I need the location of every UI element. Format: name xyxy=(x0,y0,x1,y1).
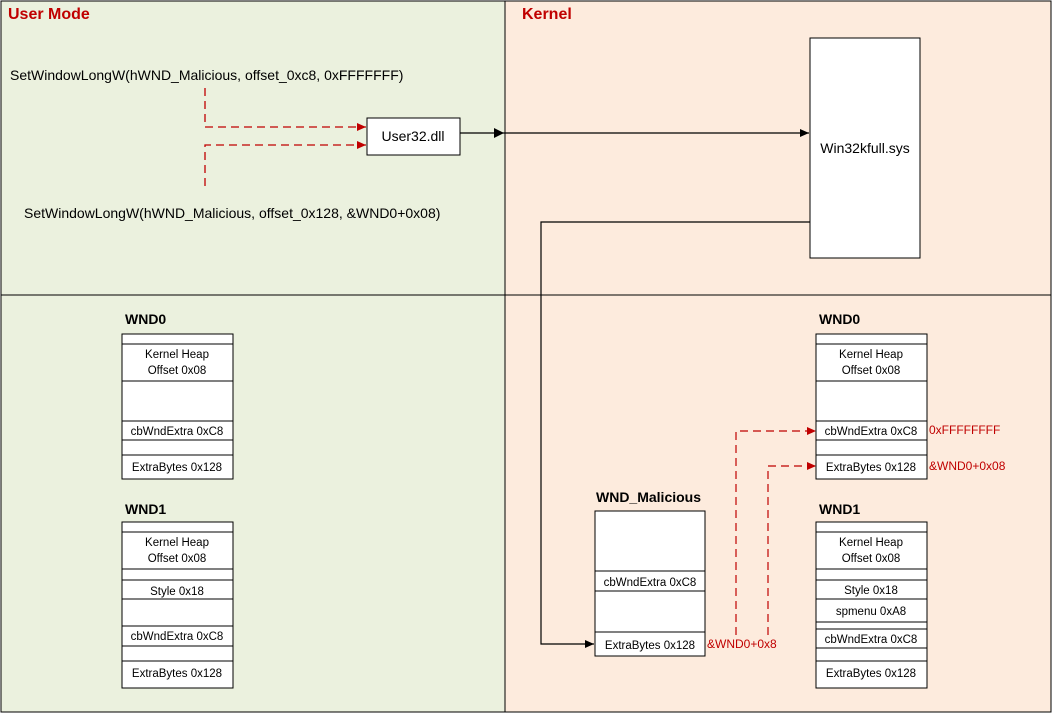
kernel-wnd0-heap-line2: Offset 0x08 xyxy=(842,365,901,377)
wnd-malicious-title: WND_Malicious xyxy=(596,489,701,505)
user-wnd0-extrabytes: ExtraBytes 0x128 xyxy=(132,462,222,474)
user-wnd1-frame xyxy=(121,521,234,689)
wnd-malicious-cbwndextra: cbWndExtra 0xC8 xyxy=(604,577,697,589)
kernel-wnd0-heap-line1: Kernel Heap xyxy=(839,349,903,361)
kernel-wnd1-extrabytes: ExtraBytes 0x128 xyxy=(826,668,916,680)
win32k-box xyxy=(809,37,921,259)
kernel-wnd1-cbwndextra: cbWndExtra 0xC8 xyxy=(825,634,918,646)
kernel-wnd0-cbwndextra-value: 0xFFFFFFFF xyxy=(929,423,1000,437)
user-wnd1-heap-line1: Kernel Heap xyxy=(145,537,209,549)
kernel-title: Kernel xyxy=(522,6,572,23)
call2-arrow xyxy=(204,141,366,186)
kernel-wnd0-extrabytes-value: &WND0+0x08 xyxy=(929,459,1006,473)
user-wnd1-extrabytes: ExtraBytes 0x128 xyxy=(132,668,222,680)
kernel-wnd0-extrabytes: ExtraBytes 0x128 xyxy=(826,462,916,474)
user32-box xyxy=(366,117,461,156)
win32k-label: Win32kfull.sys xyxy=(820,140,909,156)
user32-label: User32.dll xyxy=(381,128,444,144)
extrabytes-overwrite-arrow xyxy=(767,462,816,635)
wnd-malicious-struct: WND_Malicious cbWndExtra 0xC8 ExtraBytes… xyxy=(594,489,777,657)
user-wnd1-cbwndextra: cbWndExtra 0xC8 xyxy=(131,631,224,643)
wnd-malicious-extrabytes: ExtraBytes 0x128 xyxy=(605,640,695,652)
user-wnd0-heap-line2: Offset 0x08 xyxy=(148,365,207,377)
call1-arrow xyxy=(204,88,366,131)
user-wnd1-struct: WND1 Kernel Heap Offset 0x08 Style 0x18 … xyxy=(121,501,234,689)
kernel-wnd1-heap-line1: Kernel Heap xyxy=(839,537,903,549)
user-mode-region xyxy=(0,0,506,713)
win32k-to-extrabytes-arrow xyxy=(540,221,810,648)
boundary-arrowhead xyxy=(494,128,504,138)
wnd-malicious-extrabytes-value: &WND0+0x8 xyxy=(707,637,777,651)
user-wnd0-cbwndextra: cbWndExtra 0xC8 xyxy=(131,426,224,438)
kernel-wnd1-frame xyxy=(815,521,928,689)
user-wnd0-heap-line1: Kernel Heap xyxy=(145,349,209,361)
kernel-wnd0-cbwndextra: cbWndExtra 0xC8 xyxy=(825,426,918,438)
call-text-1: SetWindowLongW(hWND_Malicious, offset_0x… xyxy=(10,67,403,83)
cbwndextra-overwrite-arrow xyxy=(735,427,816,635)
user-wnd1-heap-line2: Offset 0x08 xyxy=(148,553,207,565)
user-mode-title: User Mode xyxy=(8,6,90,23)
kernel-wnd1-heap-line2: Offset 0x08 xyxy=(842,553,901,565)
user-wnd0-struct: WND0 Kernel Heap Offset 0x08 cbWndExtra … xyxy=(121,311,234,480)
user-wnd1-title: WND1 xyxy=(125,501,166,517)
kernel-wnd1-title: WND1 xyxy=(819,501,860,517)
user-wnd0-title: WND0 xyxy=(125,311,166,327)
kernel-wnd0-title: WND0 xyxy=(819,311,860,327)
kernel-wnd1-spmenu: spmenu 0xA8 xyxy=(836,606,906,618)
kernel-wnd1-style: Style 0x18 xyxy=(844,585,898,597)
kernel-wnd1-struct: WND1 Kernel Heap Offset 0x08 Style 0x18 … xyxy=(815,501,928,689)
kernel-wnd0-struct: WND0 Kernel Heap Offset 0x08 cbWndExtra … xyxy=(815,311,1006,480)
kernel-region xyxy=(504,0,1052,713)
call-text-2: SetWindowLongW(hWND_Malicious, offset_0x… xyxy=(24,205,440,221)
user-wnd1-style: Style 0x18 xyxy=(150,586,204,598)
